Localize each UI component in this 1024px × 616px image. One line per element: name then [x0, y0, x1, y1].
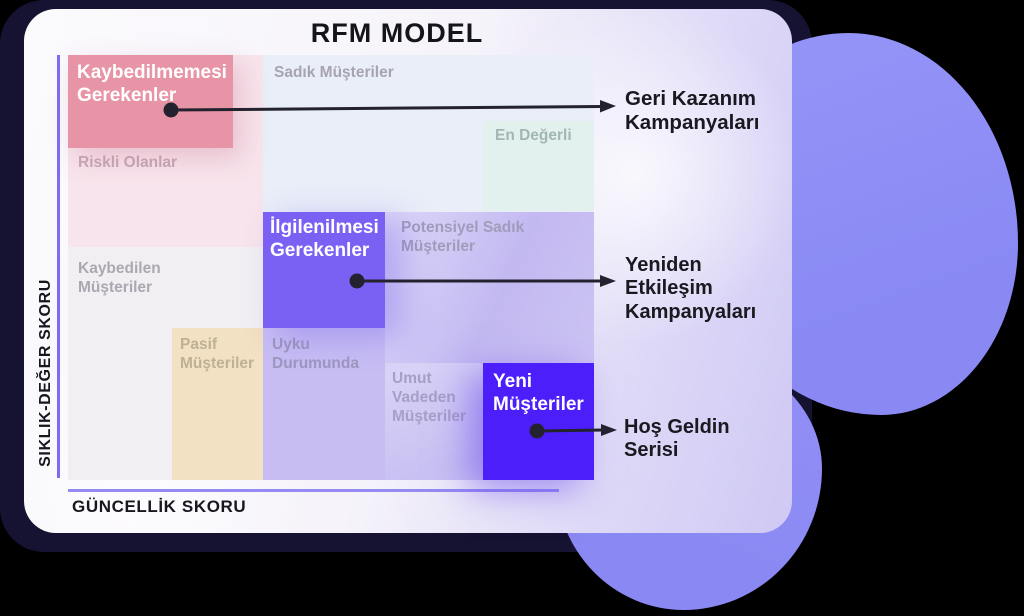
arrow-yeniden-etkilesim	[349, 273, 616, 289]
callout-yeniden-etkilesim: Yeniden Etkileşim Kampanyaları	[625, 254, 757, 323]
segment-umut-vadeden: Umut Vadeden Müşteriler	[385, 363, 483, 480]
page-title: RFM MODEL	[310, 18, 484, 48]
segment-label: Riskli Olanlar	[78, 154, 178, 171]
arrowhead-icon	[600, 100, 616, 113]
segment-label: Kaybedilmemesi Gerekenler	[77, 62, 227, 106]
segment-label: Uyku Durumunda	[272, 336, 359, 372]
segment-label: Potensiyel Sadık Müşteriler	[401, 219, 525, 255]
segment-label: Yeni Müşteriler	[493, 371, 584, 415]
segment-en-degerli: En Değerli	[483, 121, 594, 211]
segment-pasif-musteriler: Pasif Müşteriler	[172, 328, 263, 480]
y-axis-line	[57, 55, 60, 478]
segment-label: Umut Vadeden Müşteriler	[392, 370, 467, 425]
x-axis-label: GÜNCELLİK SKORU	[72, 497, 247, 516]
arrowhead-icon	[601, 424, 617, 436]
segment-kaybedilmemesi-gerekenler: Kaybedilmemesi Gerekenler	[68, 55, 233, 148]
segment-uyku-durumunda: Uyku Durumunda	[263, 328, 385, 480]
arrow-hos-geldin	[529, 423, 617, 439]
segment-ilgilenilmesi-gerekenler: İlgilenilmesi Gerekenler	[263, 212, 385, 328]
segment-yeni-musteriler: Yeni Müşteriler	[483, 363, 594, 480]
segment-label: Kaybedilen Müşteriler	[78, 260, 161, 296]
callout-geri-kazanim: Geri Kazanım Kampanyaları	[625, 87, 760, 134]
segment-label: En Değerli	[495, 127, 572, 144]
segment-label: İlgilenilmesi Gerekenler	[270, 217, 379, 261]
callout-hos-geldin: Hoş Geldin Serisi	[624, 416, 730, 462]
arrow-line	[170, 105, 603, 112]
arrow-dot	[349, 273, 365, 289]
arrow-line	[536, 428, 604, 433]
arrow-dot	[529, 423, 545, 439]
arrow-dot	[163, 102, 179, 118]
arrowhead-icon	[600, 275, 616, 287]
x-axis-line	[68, 489, 559, 492]
segment-label: Sadık Müşteriler	[274, 64, 394, 81]
segment-potensiyel-sadik: Potensiyel Sadık Müşteriler	[385, 212, 594, 363]
arrow-geri-kazanim	[163, 100, 616, 118]
segment-label: Pasif Müşteriler	[180, 336, 255, 372]
